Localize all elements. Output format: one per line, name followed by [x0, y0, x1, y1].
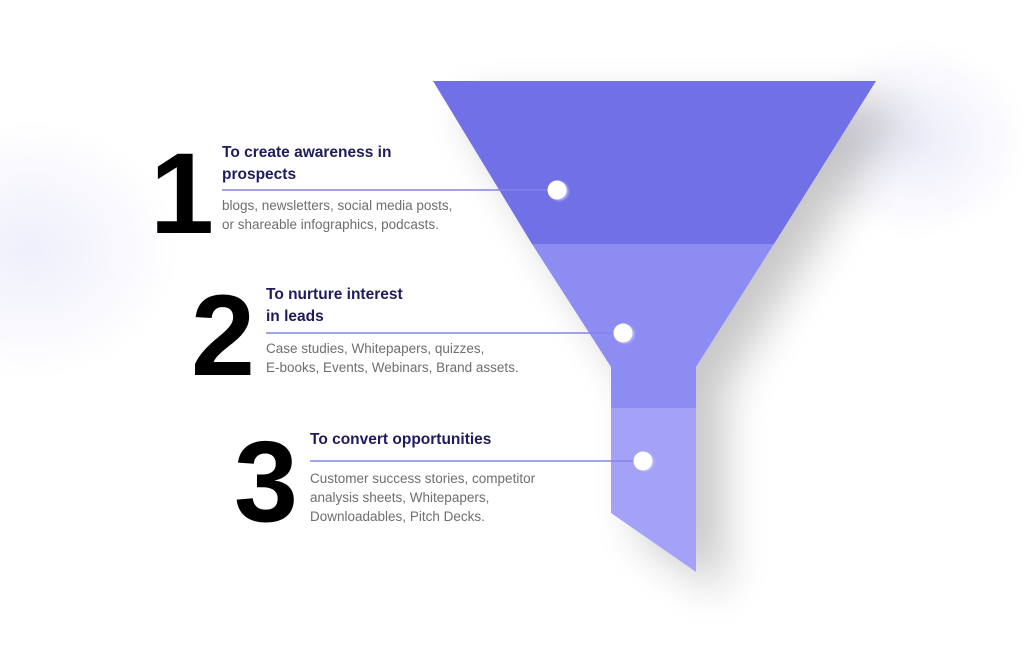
step-1-title-line-1: To create awareness in: [222, 144, 392, 161]
funnel-stage-2: [532, 244, 774, 408]
marker-dot-2: [613, 323, 633, 343]
funnel-stage-1: [433, 81, 876, 244]
step-1-desc-line-2: or shareable infographics, podcasts.: [222, 217, 439, 232]
step-1-desc-line-1: blogs, newsletters, social media posts,: [222, 198, 453, 213]
step-2-title-line-1: To nurture interest: [266, 286, 403, 303]
step-2-desc-line-1: Case studies, Whitepapers, quizzes,: [266, 341, 485, 356]
step-number-1: 1: [150, 130, 214, 258]
step-1-title-line-2: prospects: [222, 166, 297, 183]
step-3-title-line-1: To convert opportunities: [310, 431, 492, 448]
step-2-desc-line-2: E-books, Events, Webinars, Brand assets.: [266, 360, 519, 375]
funnel-stage-3: [611, 408, 696, 572]
step-2-title-line-2: in leads: [266, 308, 324, 325]
step-3-desc-line-3: Downloadables, Pitch Decks.: [310, 509, 485, 524]
step-3-desc-line-1: Customer success stories, competitor: [310, 471, 536, 486]
step-3-desc-line-2: analysis sheets, Whitepapers,: [310, 490, 490, 505]
step-number-2: 2: [191, 272, 255, 400]
step-number-3: 3: [234, 418, 298, 546]
marker-dot-3: [633, 451, 653, 471]
marker-dot-1: [547, 180, 567, 200]
